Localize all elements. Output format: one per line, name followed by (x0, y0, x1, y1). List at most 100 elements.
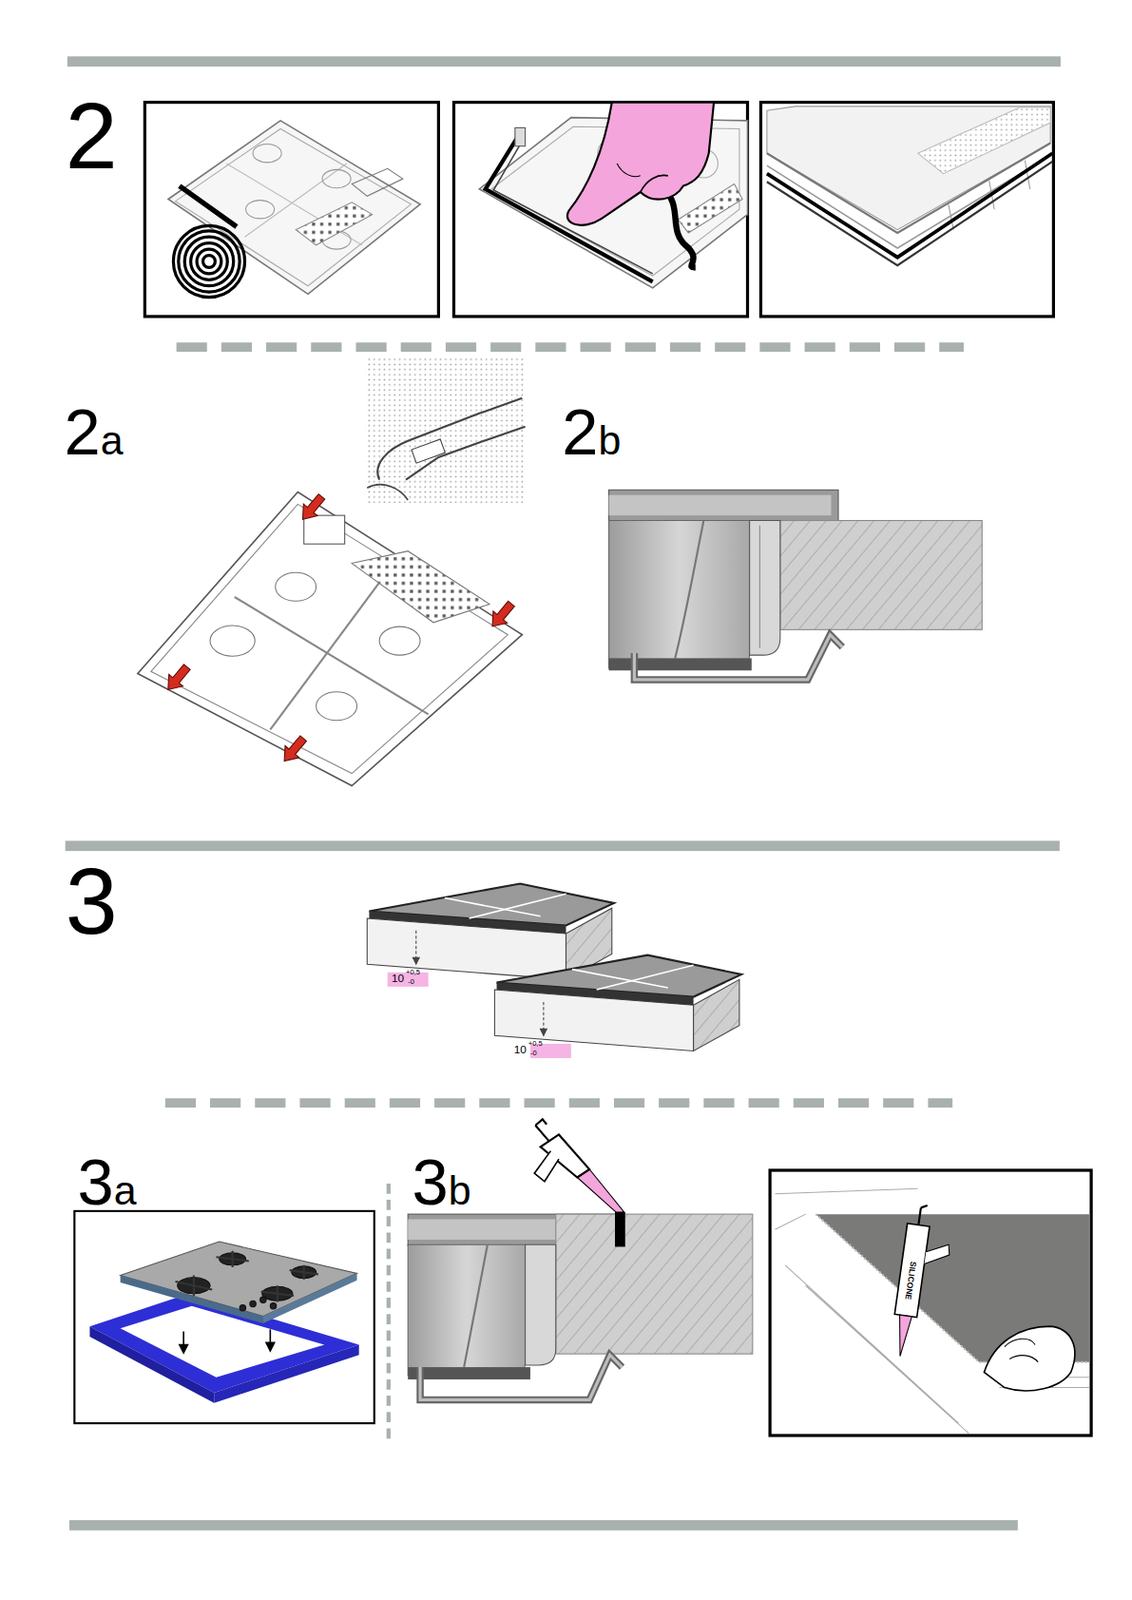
worktop-cutout-part (368, 910, 566, 934)
bracket-section-part (749, 520, 781, 656)
worktop-cutout-part (539, 1028, 549, 1037)
seal-press-panel-part (678, 183, 744, 233)
seal-corner-panel-part (767, 161, 1053, 266)
bracket-section-part (609, 495, 832, 516)
bracket-section-part (780, 520, 982, 631)
sealant-section-part (420, 1354, 622, 1400)
sealant-application-panel-part (774, 1188, 1089, 1434)
product-label: SILICONE (903, 1260, 918, 1300)
bracket-section (609, 489, 983, 680)
bracket-section-part (759, 525, 761, 649)
bracket-section-part (674, 520, 704, 659)
bracket-section-part (633, 634, 843, 680)
dimension-value: 10 (514, 1044, 527, 1056)
sealant-application-panel-part (1004, 1338, 1038, 1362)
sealant-section-part (525, 1244, 557, 1365)
hob-placement-panel-part-part (239, 1304, 246, 1311)
clamp-detail-sketch-part (405, 426, 526, 480)
seal-coil-panel-part (252, 144, 282, 163)
seal-press-panel-part (567, 102, 714, 226)
hob-underside-part (316, 691, 358, 721)
seal-coil-panel-part-part (184, 236, 234, 287)
hob-placement-panel-part-part (289, 1265, 319, 1280)
step-number: 3a (77, 1150, 137, 1216)
seal-coil-panel-part (168, 120, 421, 294)
worktop-cutout-part (411, 957, 421, 966)
caulk-gun-part (576, 1169, 624, 1212)
bracket-section-part (609, 520, 750, 670)
caulk-gun-part (535, 1125, 549, 1141)
seal-press-panel-part (662, 189, 695, 269)
sealant-section-part (614, 1211, 626, 1247)
hob-underside-part (379, 626, 421, 655)
hob-underside-part (269, 571, 387, 730)
worktop-cutout-part (572, 969, 669, 988)
caulk-gun (534, 1118, 624, 1212)
sealant-section-part (420, 1354, 622, 1400)
seal-coil-panel-part-part (191, 243, 229, 281)
sealant-application-panel-part-part (894, 1223, 930, 1318)
seal-corner-panel-part (767, 143, 1051, 233)
hob-placement-panel-part (120, 1275, 264, 1324)
tolerance-value: -0 (407, 978, 415, 986)
worktop-cutout (494, 955, 742, 1058)
sealant-application-panel-part-part (920, 1204, 928, 1209)
hob-underside-part (160, 660, 194, 695)
sealant-section-part (463, 1244, 488, 1367)
separator-bar (65, 56, 1061, 1530)
hob-underside-part (275, 572, 317, 601)
tolerance-value: +0,5 (528, 1039, 543, 1048)
bracket-section-part (609, 489, 839, 521)
seal-press-panel-part (453, 102, 748, 317)
worktop-cutout-part (497, 982, 694, 1006)
seal-corner-panel-part (760, 102, 1054, 317)
sealant-section-part (407, 1366, 531, 1380)
hob-placement-panel-part (179, 1328, 275, 1353)
seal-coil-panel-part (322, 169, 351, 188)
sealant-application-panel-part-part (894, 1314, 913, 1357)
hob-placement-panel-part-part (179, 1343, 189, 1353)
hob-placement-panel-part-part (175, 1275, 213, 1296)
step-number: 2a (64, 400, 124, 466)
separator-bar-part (67, 56, 1061, 67)
step-number: 2b (561, 400, 621, 466)
seal-coil-panel-part (246, 200, 275, 219)
hob-placement-panel-part-part (261, 1285, 294, 1302)
hob-placement-panel-part (120, 1305, 326, 1378)
seal-press-panel (453, 102, 748, 317)
seal-press-panel-part (640, 174, 669, 192)
hob-placement-panel-part (120, 1241, 358, 1316)
separator-bar-part (69, 1519, 1018, 1531)
tolerance-value: -0 (530, 1049, 538, 1057)
bracket-section-part (609, 657, 752, 671)
hob-underside-part (485, 597, 519, 633)
seal-coil-panel-part-part (203, 255, 216, 269)
seal-coil-panel-part (351, 168, 403, 196)
clamp-detail-sketch-part (377, 398, 522, 480)
sealant-application-panel (769, 1170, 1092, 1436)
dimension-value: 10 (391, 973, 404, 985)
sealant-application-panel-part (769, 1170, 1092, 1436)
clamp-detail-sketch-part (366, 484, 408, 500)
sealant-section-part (407, 1244, 525, 1375)
hob-underside-part (137, 491, 523, 786)
hob-underside-part (351, 551, 490, 623)
hob-underside-part (210, 625, 255, 656)
step-number: 3b (411, 1150, 471, 1216)
hob-underside-part (277, 732, 311, 768)
hob-placement-panel-part-part (260, 1296, 267, 1303)
worktop-cutout-part (596, 964, 694, 990)
hob-underside-part (295, 490, 329, 525)
seal-coil-panel-part (172, 225, 245, 297)
step-number: 2 (65, 89, 118, 184)
seal-coil-panel-part (144, 102, 439, 317)
seal-coil-panel-part (226, 163, 363, 246)
separator-bar-part (65, 840, 1060, 851)
seal-corner-panel-part (767, 153, 1053, 257)
hob-placement-panel-part (74, 1210, 374, 1423)
sealant-application-panel-part (888, 1203, 956, 1362)
seal-press-panel-part (616, 163, 641, 177)
